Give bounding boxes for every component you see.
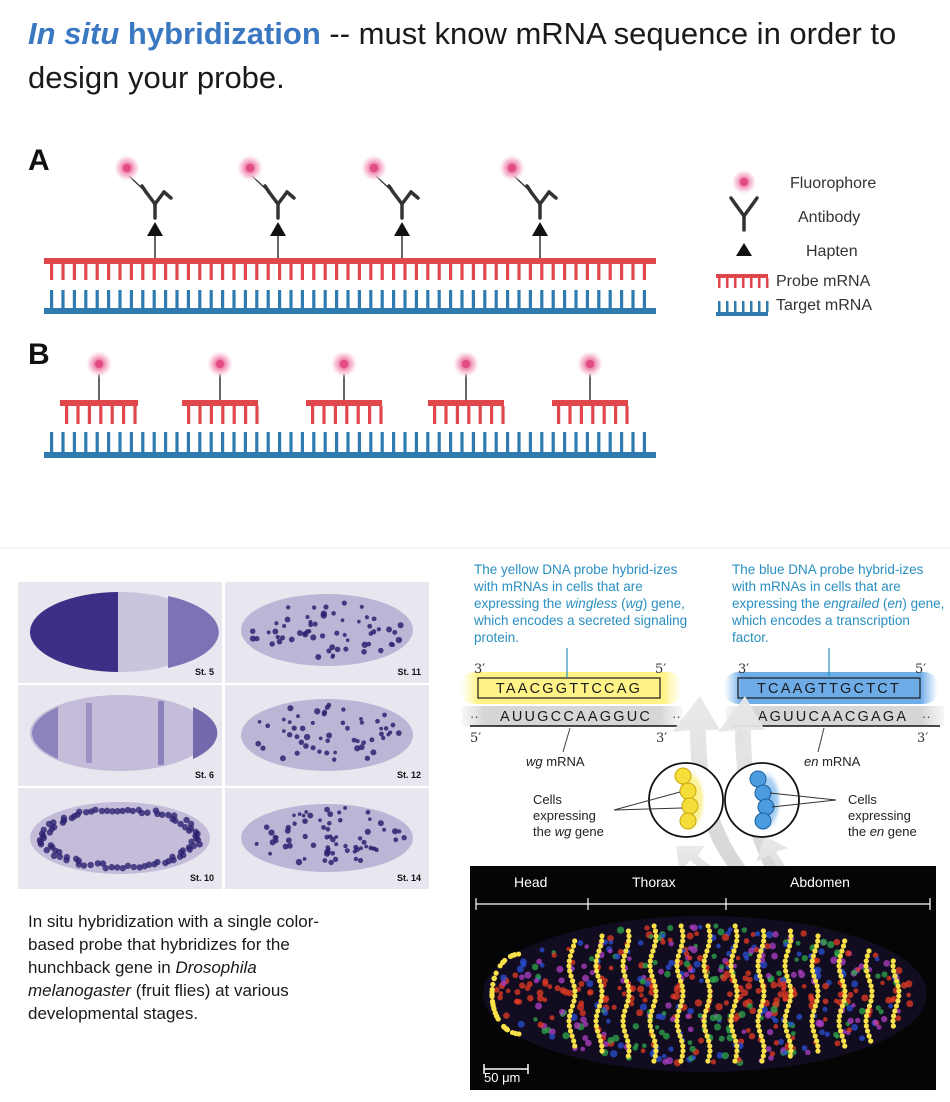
scale-bar-label: 50 μm bbox=[484, 1070, 521, 1085]
embryo-image bbox=[29, 592, 219, 672]
wg-probe-sequence: TAACGGTTCCAG bbox=[496, 681, 642, 697]
svg-text:3′: 3′ bbox=[738, 662, 749, 677]
svg-text:··: ·· bbox=[672, 709, 681, 724]
legend-target: Target mRNA bbox=[776, 297, 872, 314]
en-mrna-label: en mRNA bbox=[804, 754, 861, 769]
stage-cell: St. 11 bbox=[225, 582, 429, 683]
wg-probe-box bbox=[477, 677, 661, 699]
embryo-caption: In situ hybridization with a single colo… bbox=[28, 912, 320, 1023]
stage-label: St. 10 bbox=[189, 873, 214, 883]
region-head: Head bbox=[514, 874, 548, 890]
embryo-image bbox=[30, 802, 210, 874]
svg-text:··: ·· bbox=[922, 709, 931, 724]
panel-a-probes bbox=[113, 154, 558, 258]
embryo-image bbox=[30, 695, 218, 771]
en-cell-magnifier bbox=[724, 762, 837, 838]
wg-mrna-sequence: AUUGCCAAGGUC bbox=[500, 709, 652, 725]
en-probe-sequence: TCAAGTTGCTCT bbox=[757, 681, 901, 697]
stage-label: St. 14 bbox=[396, 873, 421, 883]
en-cells-label: Cells expressing the en gene bbox=[848, 792, 917, 839]
title-highlight: In situ hybridization bbox=[28, 16, 321, 51]
legend-fluorophore: Fluorophore bbox=[790, 175, 876, 192]
stage-cell: St. 12 bbox=[225, 685, 429, 786]
stage-label: St. 6 bbox=[194, 770, 214, 780]
wg-sequence-block: TAACGGTTCCAG 3′ 5′ ·· ·· AUUGCCAAGGUC 5′… bbox=[460, 648, 682, 753]
probe-backbone bbox=[44, 258, 656, 264]
legend-hapten-icon bbox=[736, 243, 752, 256]
wg-cell-magnifier bbox=[613, 762, 724, 838]
stage-cell: St. 6 bbox=[18, 685, 222, 786]
stage-label: St. 11 bbox=[397, 667, 421, 677]
legend-antibody-icon bbox=[729, 196, 759, 232]
panel-a-ladder bbox=[44, 154, 656, 314]
en-probe-note: The blue DNA probe hybrid-izes with mRNA… bbox=[732, 562, 945, 645]
svg-text:3′: 3′ bbox=[474, 662, 485, 677]
legend-target-icon bbox=[716, 301, 769, 316]
svg-text:5′: 5′ bbox=[470, 731, 481, 746]
stage-label: St. 12 bbox=[396, 770, 421, 780]
embryo-image bbox=[241, 804, 413, 872]
svg-text:5′: 5′ bbox=[915, 662, 926, 677]
panel-a-legend: Fluorophore Antibody Hapten Probe mRNA T… bbox=[716, 169, 876, 316]
embryo-stage-grid: St. 5 St. 11 St. 6 St. 12 St. 10 St. bbox=[18, 582, 429, 889]
embryo-image bbox=[241, 594, 413, 666]
en-mrna-sequence: AGUUCAACGAGA bbox=[758, 709, 908, 725]
fluorescent-embryo-svg bbox=[475, 898, 931, 1074]
wg-cells-label: Cells expressing the wg gene bbox=[533, 792, 604, 839]
panel-b-ladder bbox=[44, 350, 656, 458]
target-backbone bbox=[44, 308, 656, 314]
legend-probe: Probe mRNA bbox=[776, 273, 871, 290]
stage-cell: St. 14 bbox=[225, 788, 429, 889]
stage-cell: St. 5 bbox=[18, 582, 222, 683]
panel-b-target-backbone bbox=[44, 452, 656, 458]
fluorescent-embryo-image: Head Thorax Abdomen 50 μm bbox=[470, 866, 936, 1090]
region-thorax: Thorax bbox=[632, 874, 676, 890]
stage-cell: St. 10 bbox=[18, 788, 222, 889]
legend-antibody: Antibody bbox=[798, 209, 860, 226]
embryo-image bbox=[241, 699, 413, 771]
svg-text:3′: 3′ bbox=[917, 731, 928, 746]
legend-probe-icon bbox=[716, 274, 769, 288]
panel-a-base-pairs bbox=[50, 264, 646, 308]
title-rest: -- must know mRNA sequence in order to d… bbox=[28, 16, 897, 95]
svg-text:5′: 5′ bbox=[655, 662, 666, 677]
stage-label: St. 5 bbox=[194, 667, 214, 677]
panel-b-label: B bbox=[28, 338, 50, 371]
svg-text:··: ·· bbox=[470, 709, 479, 724]
slide-title: In situ hybridization -- must know mRNA … bbox=[28, 12, 928, 100]
region-abdomen: Abdomen bbox=[790, 874, 850, 890]
svg-text:3′: 3′ bbox=[656, 731, 667, 746]
wg-probe-note: The yellow DNA probe hybrid-izes with mR… bbox=[474, 562, 688, 645]
en-sequence-block: TCAAGTTGCTCT 3′ 5′ ·· ·· AGUUCAACGAGA 5′… bbox=[724, 648, 944, 753]
wg-mrna-label: wg mRNA bbox=[526, 754, 585, 769]
legend-hapten: Hapten bbox=[806, 243, 858, 260]
panel-a-label: A bbox=[28, 144, 50, 177]
